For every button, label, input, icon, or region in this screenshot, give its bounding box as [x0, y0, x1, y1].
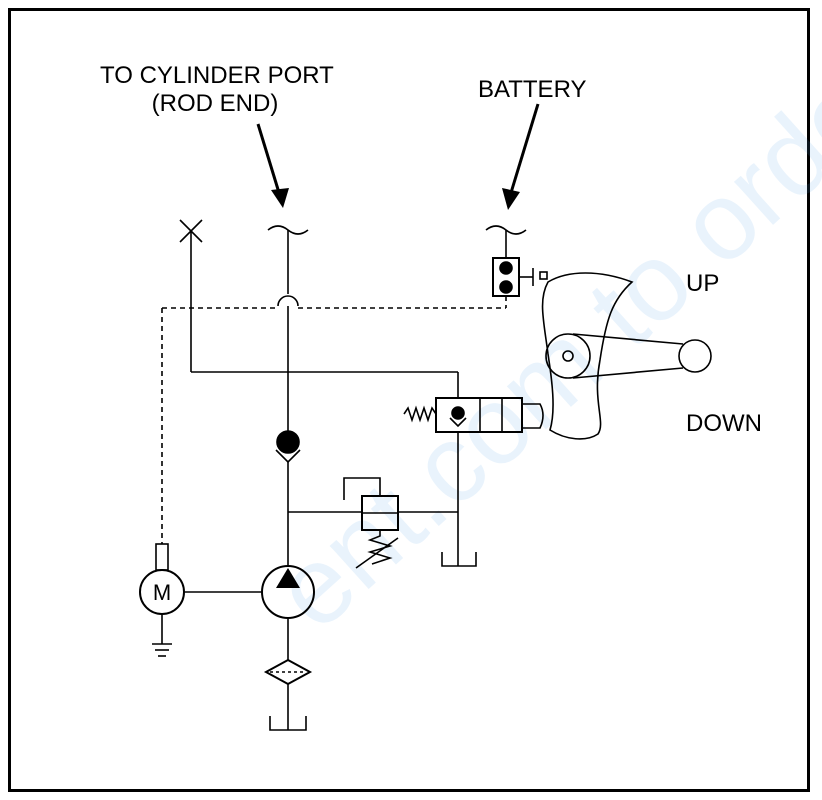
- line-crossover: [277, 295, 299, 307]
- check-valve: [275, 430, 301, 464]
- starter-switch: [492, 257, 548, 297]
- electrical-control-line: [161, 296, 507, 544]
- tank-symbol-right: [441, 552, 477, 567]
- battery-label: BATTERY: [478, 76, 587, 103]
- filter: [263, 658, 313, 686]
- cylinder-port-label-line1: TO CYLINDER PORT: [100, 62, 334, 89]
- solenoid-valve: [403, 397, 544, 433]
- tank-symbol-bottom: [269, 716, 307, 731]
- battery-arrow: [502, 103, 540, 210]
- diagram-frame: [8, 8, 810, 792]
- cylinder-port-label-line2: (ROD END): [151, 90, 279, 117]
- up-label: UP: [686, 270, 720, 297]
- cylinder-port-label: TO CYLINDER PORT (ROD END): [100, 62, 334, 118]
- motor-label: M: [153, 580, 171, 605]
- relief-spring-icon: [367, 530, 393, 565]
- pump: [261, 565, 315, 619]
- control-handle: [541, 272, 712, 440]
- relief-valve: [343, 477, 399, 569]
- cylinder-port-arrow: [256, 123, 289, 208]
- spring-icon: [403, 405, 437, 423]
- down-label: DOWN: [686, 410, 762, 437]
- ground-icon: [152, 643, 172, 657]
- solenoid-actuator: [522, 403, 544, 429]
